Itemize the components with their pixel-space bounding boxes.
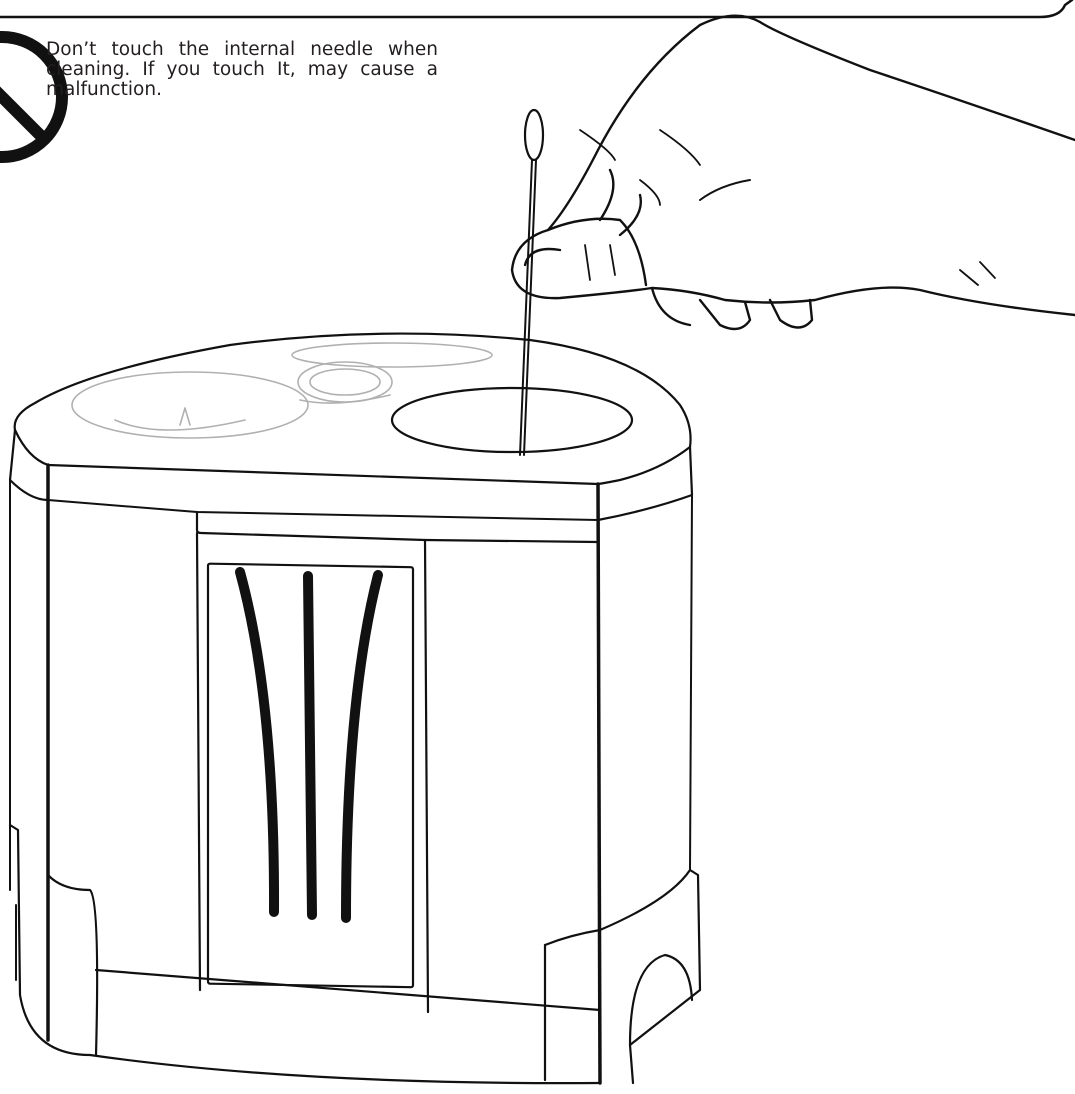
device-body bbox=[10, 334, 700, 1084]
device-top-edge bbox=[15, 334, 691, 484]
window-bar-middle bbox=[308, 576, 312, 915]
hand bbox=[512, 16, 1075, 329]
top-left-pad bbox=[72, 372, 308, 438]
base-foot-arch bbox=[630, 955, 692, 1045]
page-frame-line bbox=[0, 0, 1072, 17]
window-bar-right bbox=[346, 575, 378, 918]
needle-opening bbox=[392, 388, 632, 452]
top-display-oval bbox=[292, 343, 492, 367]
hand-outline bbox=[512, 16, 1075, 315]
top-controls bbox=[72, 343, 492, 438]
top-center-button bbox=[310, 369, 380, 395]
warning-text: Don’t touch the internal needle when cle… bbox=[46, 40, 438, 100]
device-top-rim bbox=[48, 465, 598, 520]
window-bar-left bbox=[240, 572, 274, 912]
cotton-swab bbox=[520, 110, 543, 455]
cotton-swab-tip bbox=[525, 110, 543, 160]
